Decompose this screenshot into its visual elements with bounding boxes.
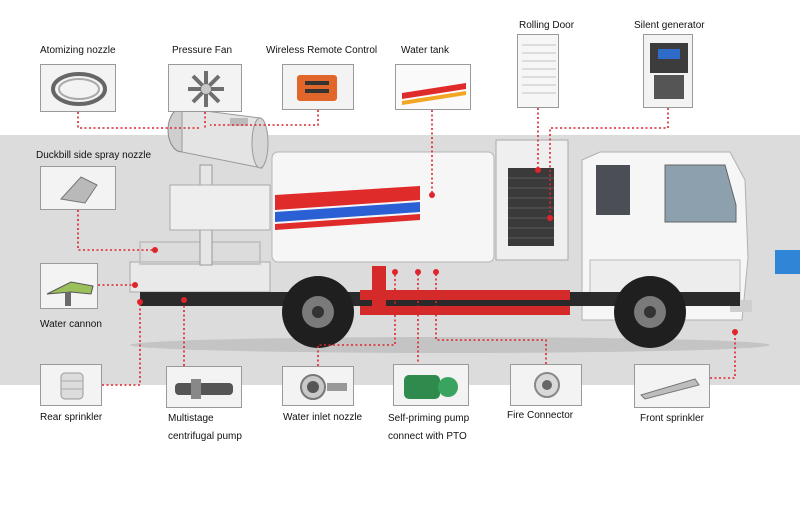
duckbill-nozzle-label: Duckbill side spray nozzle <box>36 150 152 161</box>
pressure-fan-thumb <box>168 64 242 112</box>
generator-radiator <box>508 168 554 246</box>
front-sprinkler-label: Front sprinkler <box>640 413 704 424</box>
fire-connector-thumb <box>510 364 582 406</box>
multistage-pump-thumb <box>166 366 242 408</box>
chassis-red-rail-top <box>360 290 570 300</box>
wireless-remote-thumb <box>282 64 354 110</box>
front-sprinkler-thumb <box>634 364 710 408</box>
rear-sprinkler-thumb <box>40 364 102 406</box>
water-cannon-label: Water cannon <box>40 319 102 330</box>
self-priming-pump-label: Self-priming pump connect with PTO <box>388 410 469 446</box>
water-inlet-label: Water inlet nozzle <box>283 412 363 423</box>
silent-generator-thumb <box>643 34 693 108</box>
multistage-pump-label-line2: centrifugal pump <box>168 431 242 442</box>
tank-stripe-blue <box>275 202 420 222</box>
rear-sprinkler-label: Rear sprinkler <box>40 412 103 423</box>
rolling-door-thumb <box>517 34 559 108</box>
multistage-pump-label-line1: Multistage <box>168 413 214 424</box>
wireless-remote-label: Wireless Remote Control <box>266 45 378 56</box>
self-priming-pump-thumb <box>393 364 469 406</box>
atomizing-nozzle-thumb <box>40 64 116 112</box>
cab-window-rear <box>596 165 630 215</box>
cab-windshield <box>664 164 737 223</box>
next-arrow-tab[interactable] <box>775 250 800 274</box>
atomizing-nozzle-label: Atomizing nozzle <box>40 45 116 56</box>
rolling-door-label: Rolling Door <box>519 20 575 31</box>
rear-deck <box>129 261 271 293</box>
ground-shadow <box>130 337 770 353</box>
pressure-fan-label: Pressure Fan <box>172 45 233 56</box>
multistage-pump-label: Multistage centrifugal pump <box>168 410 242 446</box>
front-wheel <box>614 276 686 348</box>
duckbill-nozzle-thumb <box>40 166 116 210</box>
chassis-red-rail-bottom <box>360 306 570 315</box>
mist-cannon <box>167 107 269 169</box>
water-cannon-thumb <box>40 263 98 309</box>
water-tank-label: Water tank <box>401 45 449 56</box>
self-priming-pump-label-line1: Self-priming pump <box>388 413 470 424</box>
self-priming-pump-label-line2: connect with PTO <box>388 431 467 442</box>
cannon-base <box>169 184 271 231</box>
rear-wheel <box>282 276 354 348</box>
fire-connector-label: Fire Connector <box>507 410 574 421</box>
silent-generator-label: Silent generator <box>634 20 705 31</box>
water-tank-thumb <box>395 64 471 110</box>
water-inlet-thumb <box>282 366 354 406</box>
tank-stripe-red <box>275 186 420 210</box>
